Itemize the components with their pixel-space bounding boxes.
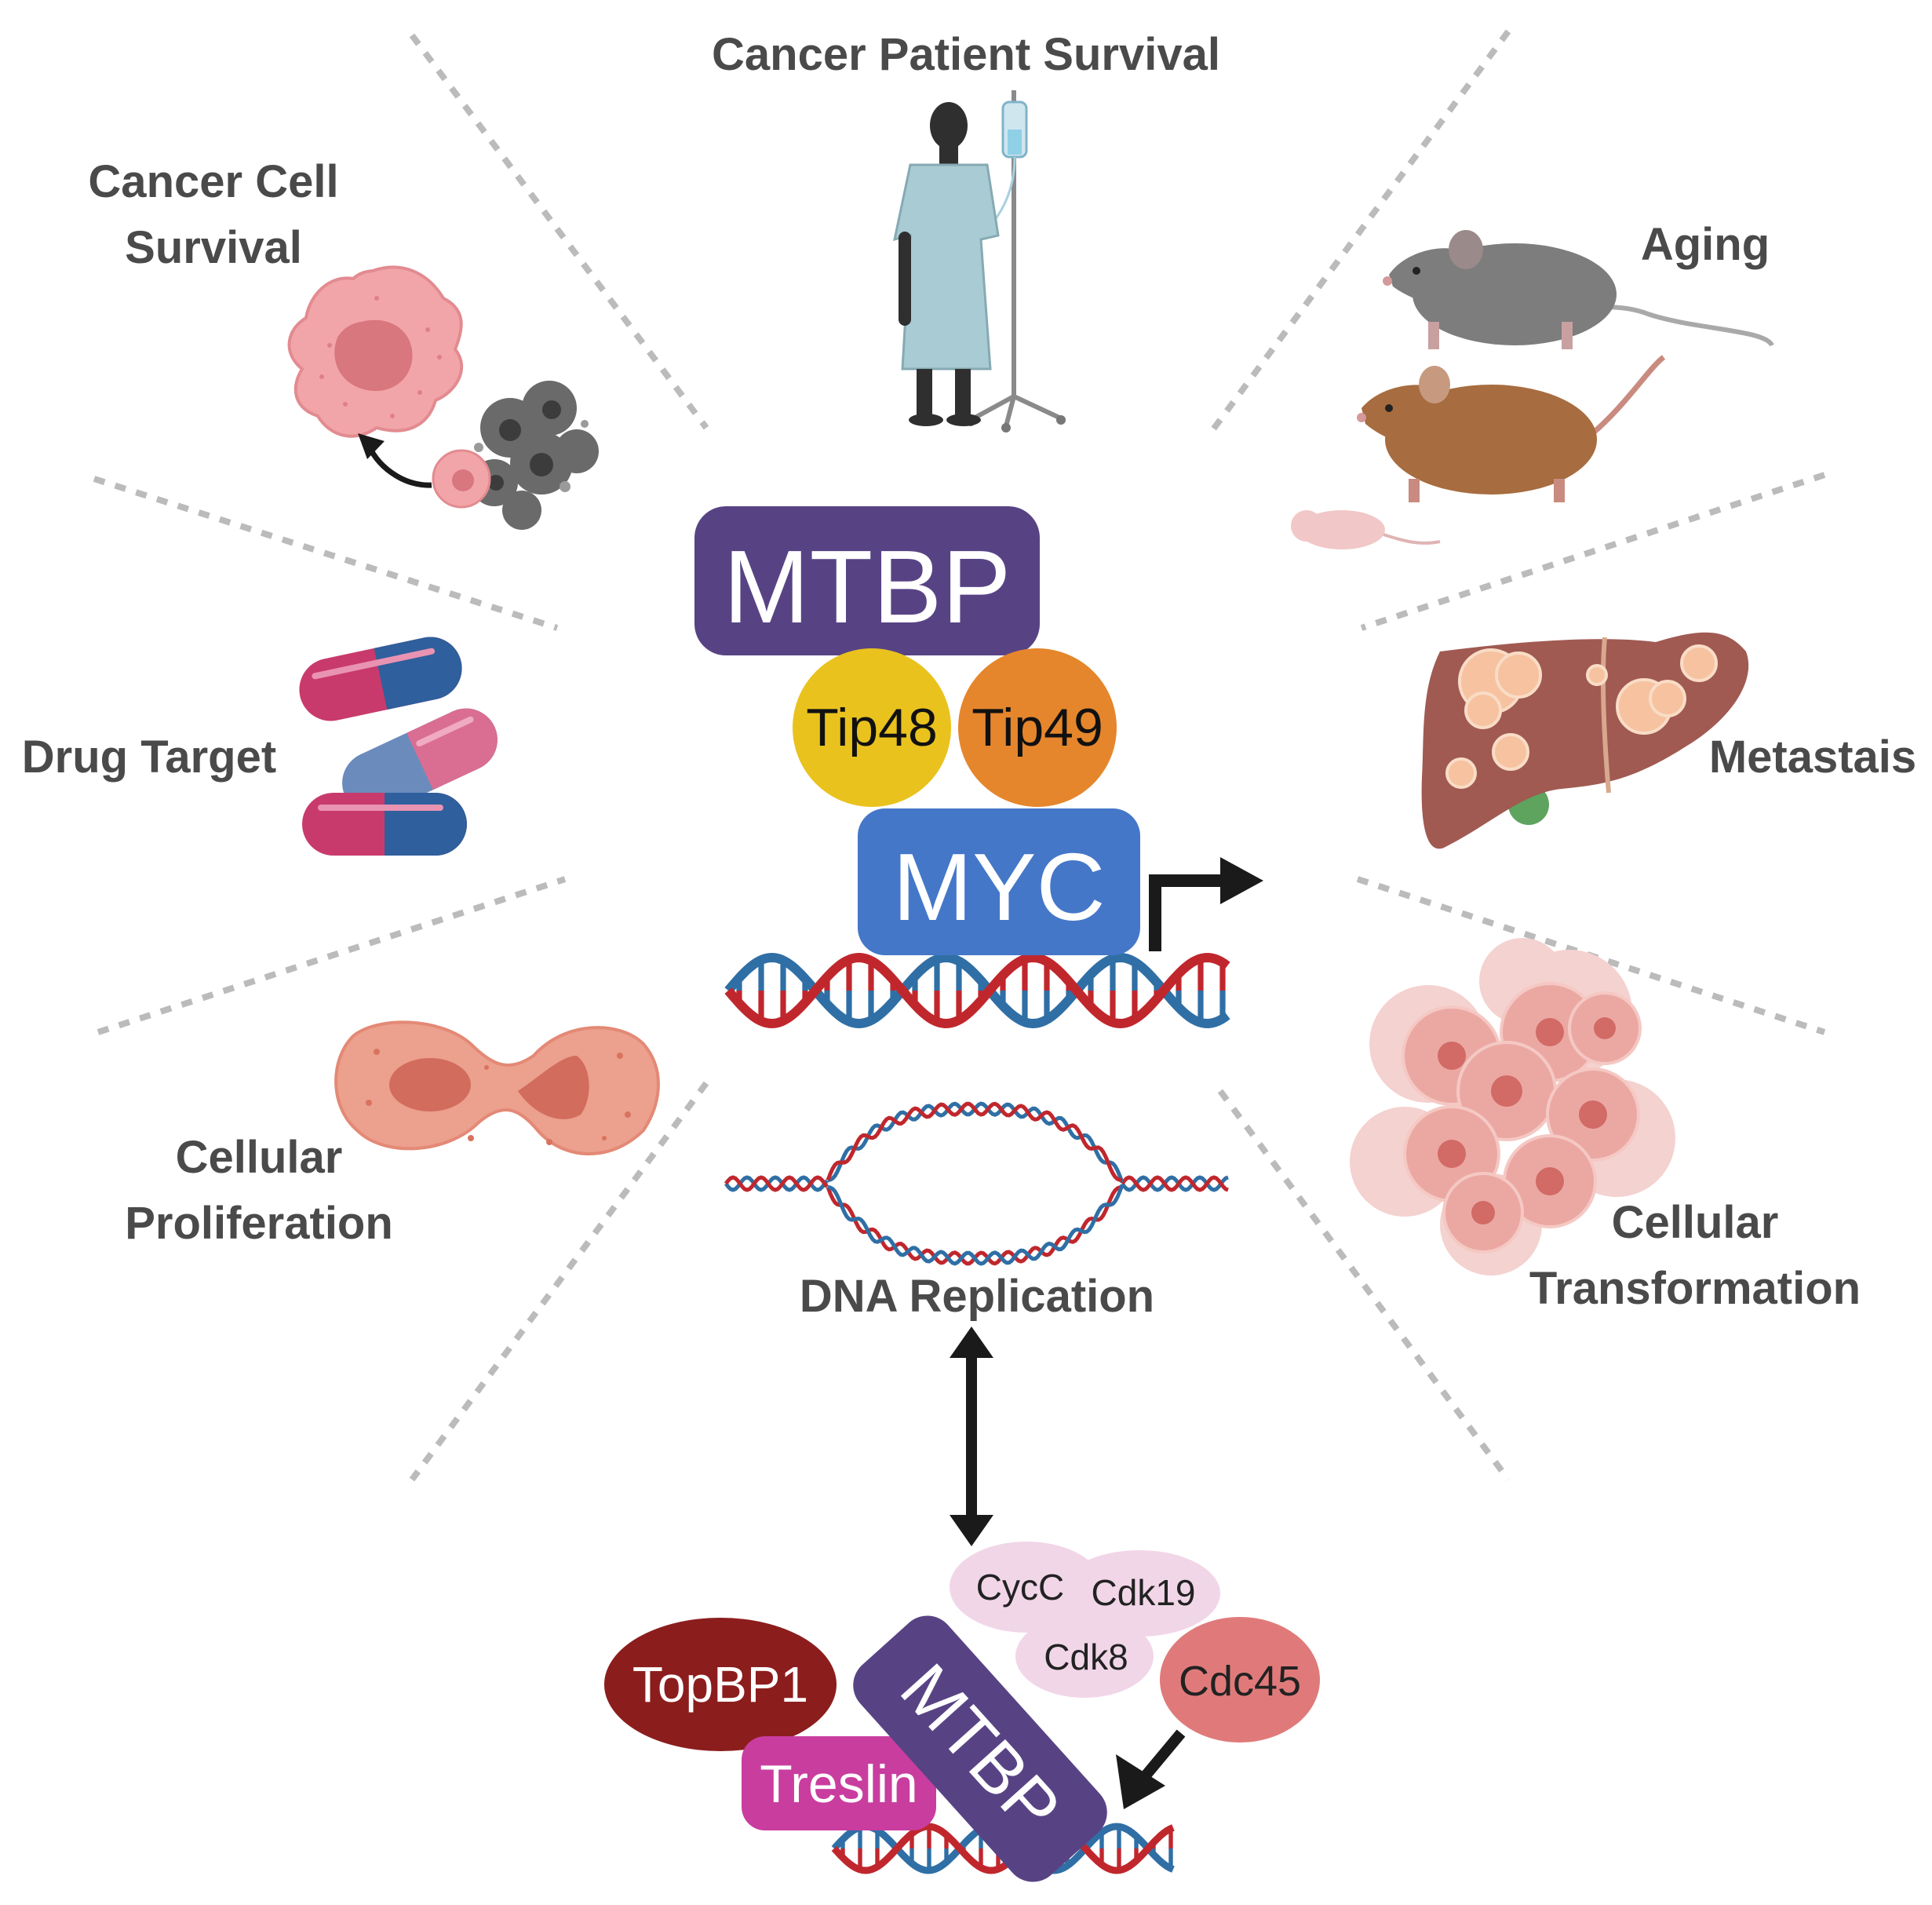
divider-bottom-left	[409, 1081, 709, 1482]
cdk19-blob	[1059, 1550, 1220, 1637]
divider-bottom-right	[1217, 1089, 1511, 1482]
cdk19-label: Cdk19	[1092, 1572, 1196, 1613]
divider-top-left	[409, 33, 709, 430]
cdc45-arrow-head	[1116, 1754, 1165, 1809]
cdc45-oval	[1160, 1617, 1320, 1743]
cdk8-label: Cdk8	[1044, 1637, 1128, 1677]
topbp1-oval	[604, 1618, 837, 1751]
bidirectional-arrow-head-up	[950, 1327, 993, 1358]
tip49-circle	[958, 648, 1117, 807]
label-aging: Aging	[1640, 219, 1770, 270]
label-dna-replication: DNA Replication	[799, 1271, 1155, 1322]
topbp1-label: TopBP1	[632, 1656, 808, 1713]
mtbp-bottom-group: MTBP	[853, 1615, 1107, 1882]
bidirectional-arrow-head-down	[950, 1515, 993, 1546]
mtbp-bottom-box	[853, 1615, 1107, 1882]
transformed-cell-cluster-illustration	[1350, 938, 1675, 1275]
myc-label: MYC	[892, 834, 1105, 940]
label-cancer-cell-survival-line2: Survival	[125, 222, 302, 273]
label-cellular-transformation-line2: Transformation	[1529, 1263, 1861, 1314]
label-cellular-transformation-line1: Cellular	[1611, 1197, 1779, 1248]
label-cellular-proliferation-line2: Proliferation	[125, 1198, 393, 1249]
transcription-arrowhead	[1220, 857, 1263, 904]
divider-left-upper	[93, 476, 559, 631]
mtbp-label: MTBP	[724, 529, 1012, 644]
drug-capsules-illustration	[299, 637, 498, 856]
label-drug-target: Drug Target	[21, 732, 277, 783]
cycc-label: CycC	[976, 1567, 1064, 1608]
cancer-cell-survival-illustration	[287, 265, 599, 530]
treslin-box	[742, 1736, 936, 1830]
patient-iv-illustration	[893, 90, 1066, 432]
liver-metastasis-illustration	[1421, 632, 1749, 849]
aging-mice-illustration	[1291, 230, 1774, 549]
divider-right-upper	[1360, 472, 1826, 631]
replication-bubble	[724, 1101, 1229, 1266]
tip48-label: Tip48	[806, 698, 938, 757]
mtbp-box	[694, 506, 1040, 655]
label-cancer-patient-survival: Cancer Patient Survival	[712, 29, 1220, 80]
myc-box	[858, 808, 1140, 955]
dividing-cell-illustration	[334, 1020, 660, 1155]
transcription-arrow	[1149, 874, 1224, 951]
tip48-circle	[793, 648, 951, 807]
tip49-label: Tip49	[971, 698, 1103, 757]
cdc45-arrow-shaft	[1137, 1729, 1186, 1784]
cdk8-blob	[1015, 1615, 1154, 1698]
label-metastasis: Metastais	[1708, 732, 1917, 783]
label-cancer-cell-survival-line1: Cancer Cell	[88, 156, 339, 207]
divider-left-lower	[97, 876, 567, 1035]
divider-top-right	[1205, 29, 1511, 438]
treslin-label: Treslin	[760, 1754, 918, 1814]
radial-dividers	[93, 29, 1826, 1482]
dna-helix-top	[724, 952, 1230, 1029]
label-cellular-proliferation-line1: Cellular	[175, 1132, 343, 1183]
cdc45-label: Cdc45	[1179, 1658, 1301, 1705]
